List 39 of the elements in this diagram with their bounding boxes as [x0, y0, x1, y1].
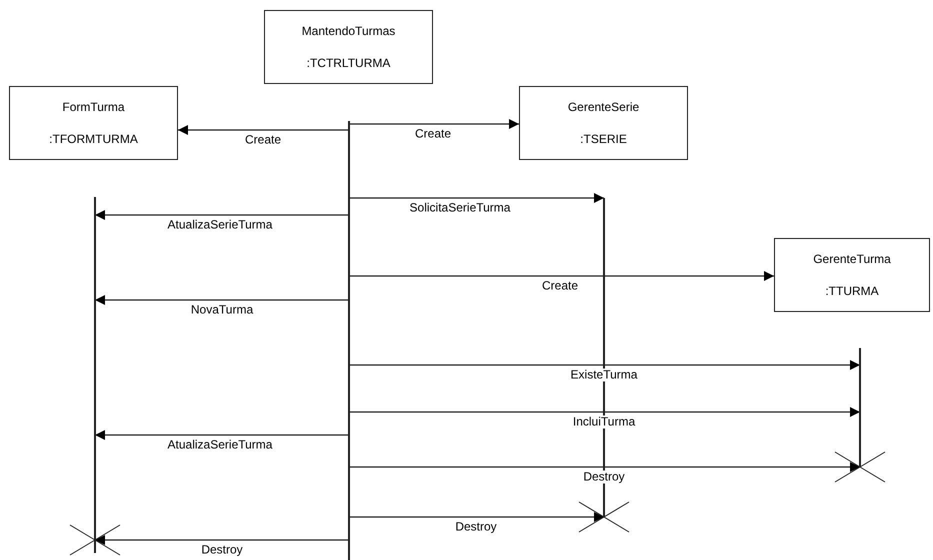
lifeline	[348, 121, 350, 560]
object-box	[264, 10, 433, 84]
object-name: GerenteTurma	[813, 252, 891, 266]
edge-label: Destroy	[581, 470, 627, 484]
edge-label: Create	[242, 134, 284, 146]
edge-label: AtualizaSerieTurma	[166, 218, 274, 232]
message-arrow	[349, 360, 860, 370]
edge-label: Create	[540, 280, 580, 292]
message-arrow	[349, 462, 860, 472]
edge-label: Destroy	[199, 544, 245, 556]
object-box	[519, 86, 688, 160]
message-arrow	[349, 407, 860, 417]
class-name: :TCTRLTURMA	[306, 56, 390, 70]
message-arrow	[95, 535, 349, 545]
message-arrow	[95, 210, 349, 220]
lifeline	[603, 198, 605, 517]
class-name: :TTURMA	[825, 284, 879, 298]
edge-label: SolicitaSerieTurma	[408, 202, 512, 214]
edge-label: ExisteTurma	[568, 368, 640, 382]
message-arrow	[349, 512, 604, 522]
class-name: :TSERIE	[580, 132, 627, 146]
object-name: FormTurma	[62, 100, 125, 114]
edge-label: NovaTurma	[188, 304, 256, 316]
message-arrow	[95, 430, 349, 440]
message-arrow	[349, 193, 604, 203]
edge-label: Destroy	[453, 520, 499, 534]
class-name: :TFORMTURMA	[49, 132, 138, 146]
message-arrow	[349, 271, 774, 281]
object-name: MantendoTurmas	[302, 24, 396, 38]
lifeline	[94, 197, 96, 553]
object-box	[9, 86, 178, 160]
object-box	[774, 238, 930, 312]
message-arrow	[95, 295, 349, 305]
message-arrow	[349, 119, 519, 129]
object-name: GerenteSerie	[568, 100, 640, 114]
edge-label: AtualizaSerieTurma	[166, 438, 274, 452]
message-arrow	[178, 125, 349, 135]
lifeline	[859, 348, 861, 467]
edge-label: Create	[412, 128, 454, 140]
